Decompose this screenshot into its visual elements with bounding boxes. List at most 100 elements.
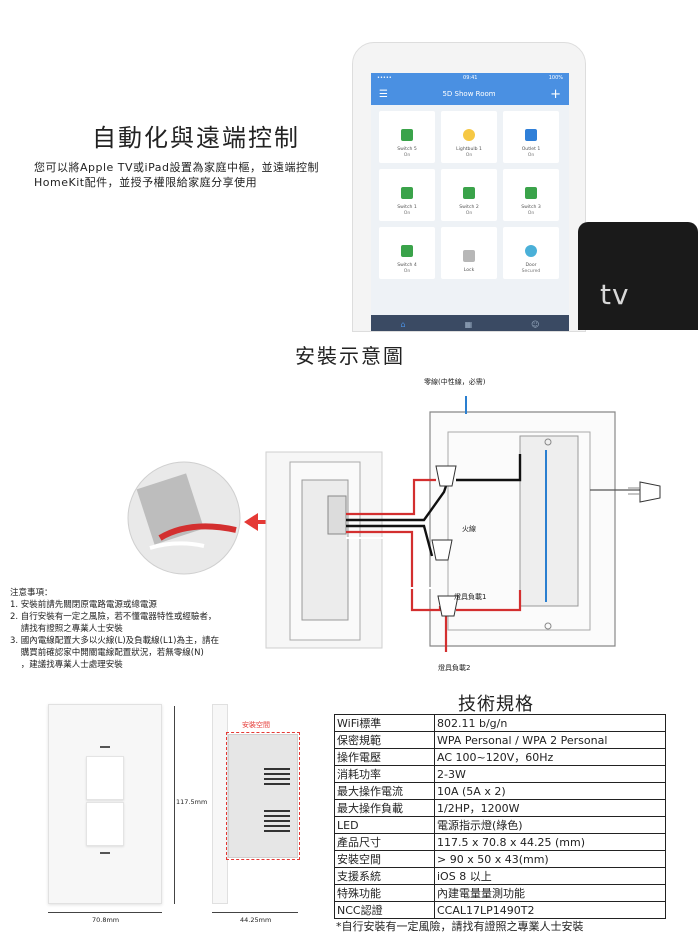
- note-line: ，建議找專業人士處理安裝: [10, 660, 123, 670]
- specs-title: 技術規格: [458, 694, 534, 715]
- spec-value: 802.11 b/g/n: [434, 714, 666, 732]
- spec-key: 消耗功率: [334, 765, 435, 783]
- automation-description-line-2: HomeKit配件，並授予權限給家庭分享使用: [34, 176, 258, 189]
- install-space-label: 安裝空間: [242, 721, 270, 729]
- spec-value: CCAL17LP1490T2: [434, 901, 666, 919]
- ipad-screen: ••••• 09:41 100% ☰ 5D Show Room + Switch…: [371, 73, 569, 331]
- table-row: 特殊功能內建電量量測功能: [334, 884, 666, 902]
- spec-value: 117.5 x 70.8 x 44.25 (mm): [434, 833, 666, 851]
- pointer-arrow-head: [244, 513, 258, 531]
- spec-key: NCC認證: [334, 901, 435, 919]
- accessory-name: Switch 5: [397, 147, 417, 152]
- spec-value: iOS 8 以上: [434, 867, 666, 885]
- switch-rocker-bottom: [86, 802, 124, 846]
- outlet-icon: [525, 129, 537, 141]
- label-live: 火線: [462, 525, 476, 533]
- rooms-tab-icon[interactable]: ▦: [464, 319, 473, 329]
- install-space-outline: [226, 732, 300, 860]
- vent-slot: [264, 773, 290, 775]
- spec-value: 內建電量量測功能: [434, 884, 666, 902]
- ipad-device: ••••• 09:41 100% ☰ 5D Show Room + Switch…: [352, 42, 586, 332]
- note-line: 3. 國內電線配置大多以火線(L)及負載線(L1)為主，請在: [10, 636, 219, 646]
- wiring-diagram: [127, 396, 661, 652]
- spec-key: LED: [334, 816, 435, 834]
- label-load1: 燈具負載1: [454, 593, 487, 601]
- table-row: 安裝空間> 90 x 50 x 43(mm): [334, 850, 666, 868]
- wall-box-back: [519, 435, 579, 607]
- ipad-tab-bar: ⌂ ▦ ☺: [371, 315, 569, 331]
- label-neutral: 零線(中性線，必需): [424, 378, 486, 386]
- height-dimension-label: 117.5mm: [176, 798, 208, 806]
- accessory-name: Switch 4: [397, 263, 417, 268]
- note-line: 注意事項：: [10, 588, 53, 598]
- accessory-name: Lightbulb 1: [456, 147, 482, 152]
- note-line: 請找有證照之專業人士安裝: [10, 624, 123, 634]
- depth-dimension-label: 44.25mm: [240, 916, 272, 924]
- signal-indicator: •••••: [377, 75, 392, 81]
- accessory-name: Switch 2: [459, 205, 479, 210]
- menu-icon[interactable]: ☰: [379, 88, 388, 100]
- home-tab-icon[interactable]: ⌂: [400, 319, 406, 329]
- accessory-name: Door: [525, 263, 537, 268]
- add-icon[interactable]: +: [550, 86, 561, 102]
- accessory-name: Switch 1: [397, 205, 417, 210]
- automation-description: 您可以將Apple TV或iPad設置為家庭中樞，並遠端控制 HomeKit配件…: [34, 160, 344, 190]
- height-dimension-line: [174, 706, 175, 904]
- wall-box-screw: [544, 622, 552, 630]
- wire-nut: [435, 465, 457, 487]
- wire-nut: [639, 481, 661, 503]
- note-line: 1. 安裝前請先關閉原電路電源或總電源: [10, 600, 157, 610]
- accessory-state: On: [403, 269, 411, 274]
- switch-side-plate: [212, 704, 228, 904]
- vent-slot: [264, 820, 290, 822]
- width-dimension-label: 70.8mm: [92, 916, 120, 924]
- accessory-name: Switch 3: [521, 205, 541, 210]
- switch-icon: [463, 187, 475, 199]
- spec-value: 電源指示燈(綠色): [434, 816, 666, 834]
- installation-notes: 注意事項： 1. 安裝前請先關閉原電路電源或總電源 2. 自行安裝有一定之風險，…: [10, 587, 272, 671]
- spec-value: 10A (5A x 2): [434, 782, 666, 800]
- wire-nut: [431, 539, 453, 561]
- user-tab-icon[interactable]: ☺: [531, 319, 540, 329]
- accessory-state: On: [465, 153, 473, 158]
- note-line: 2. 自行安裝有一定之風險，若不懂電器特性或經驗者，: [10, 612, 217, 622]
- accessory-state: On: [527, 211, 535, 216]
- spec-value: > 90 x 50 x 43(mm): [434, 850, 666, 868]
- spec-key: 產品尺寸: [334, 833, 435, 851]
- ipad-status-bar: ••••• 09:41 100%: [371, 73, 569, 83]
- live-wire-out: [346, 524, 434, 557]
- accessory-name: Lock: [463, 268, 475, 273]
- automation-description-line-1: 您可以將Apple TV或iPad設置為家庭中樞，並遠端控制: [34, 161, 319, 174]
- door-icon: [525, 245, 537, 257]
- label-load2: 燈具負載2: [438, 664, 471, 672]
- load-wire-3: [456, 590, 522, 612]
- switch-icon: [401, 187, 413, 199]
- vent-slot: [264, 825, 290, 827]
- apple-tv-device: [578, 222, 698, 330]
- spec-value: WPA Personal / WPA 2 Personal: [434, 731, 666, 749]
- safety-note: *自行安裝有一定風險，請找有證照之專業人士安裝: [336, 920, 584, 933]
- switch-icon: [401, 245, 413, 257]
- bulb-icon: [463, 129, 475, 141]
- accessory-tile[interactable]: Lock: [441, 227, 497, 279]
- switch-led-indicator: [100, 746, 110, 748]
- depth-dimension-line: [212, 912, 298, 913]
- switch-terminal: [327, 495, 347, 535]
- note-line: 購買前確認家中開關電線配置狀況，若無零線(N): [10, 648, 204, 658]
- accessory-state: On: [527, 153, 535, 158]
